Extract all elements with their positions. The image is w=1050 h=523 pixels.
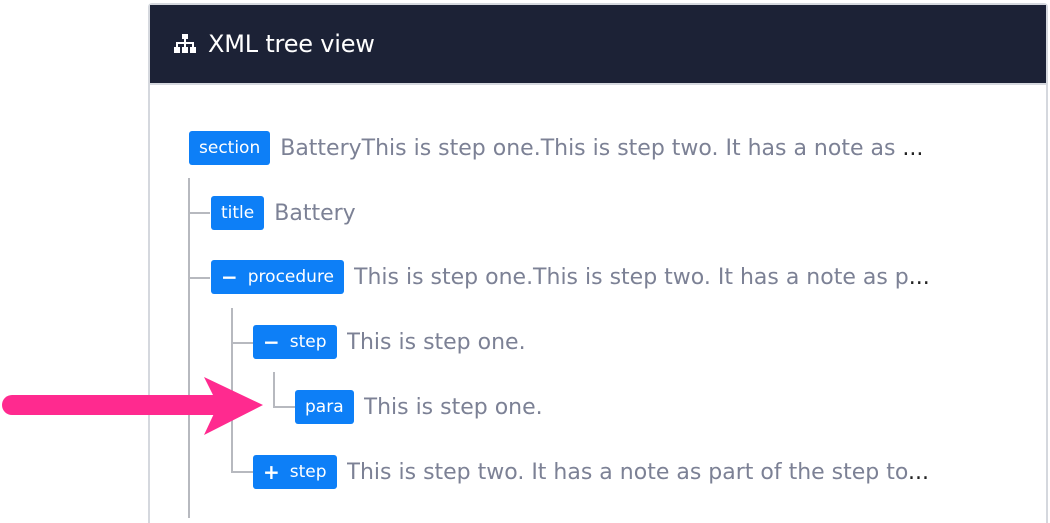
annotation-arrow-icon [0, 377, 265, 442]
tree-guide-line [231, 342, 253, 344]
tag-badge[interactable]: − step [253, 325, 337, 359]
tree-guide-line [231, 308, 233, 472]
tree-node-section[interactable]: section BatteryThis is step one.This is … [189, 131, 923, 165]
tree-guide-line [188, 212, 210, 214]
node-text: This is step one. [346, 329, 526, 355]
sitemap-icon [174, 34, 196, 54]
node-text: BatteryThis is step one.This is step two… [280, 135, 924, 161]
tag-badge[interactable]: + step [253, 455, 337, 489]
panel-header: XML tree view [150, 5, 1046, 85]
node-text: This is step one.This is step two. It ha… [354, 264, 930, 290]
tag-badge[interactable]: − procedure [211, 260, 345, 294]
tag-badge[interactable]: para [295, 390, 354, 424]
tree-guide-line [188, 178, 190, 518]
node-text: This is step one. [363, 394, 543, 420]
collapse-icon[interactable]: − [221, 265, 238, 289]
tree-node-step[interactable]: − step This is step one. [253, 325, 526, 359]
tree-guide-line [273, 372, 275, 407]
tree-guide-line [188, 277, 210, 279]
panel-title: XML tree view [208, 30, 375, 58]
node-text: Battery [274, 200, 356, 226]
tree-node-title[interactable]: title Battery [211, 196, 356, 230]
tree-guide-line [273, 406, 295, 408]
tree-node-step[interactable]: + step This is step two. It has a note a… [253, 455, 929, 489]
node-text: This is step two. It has a note as part … [346, 459, 929, 485]
tree-guide-line [231, 471, 253, 473]
tree-node-procedure[interactable]: − procedure This is step one.This is ste… [211, 260, 930, 294]
tag-badge[interactable]: section [189, 131, 271, 165]
tag-badge[interactable]: title [211, 196, 265, 230]
expand-icon[interactable]: + [263, 460, 280, 484]
collapse-icon[interactable]: − [263, 330, 280, 354]
tree-node-para[interactable]: para This is step one. [295, 390, 543, 424]
